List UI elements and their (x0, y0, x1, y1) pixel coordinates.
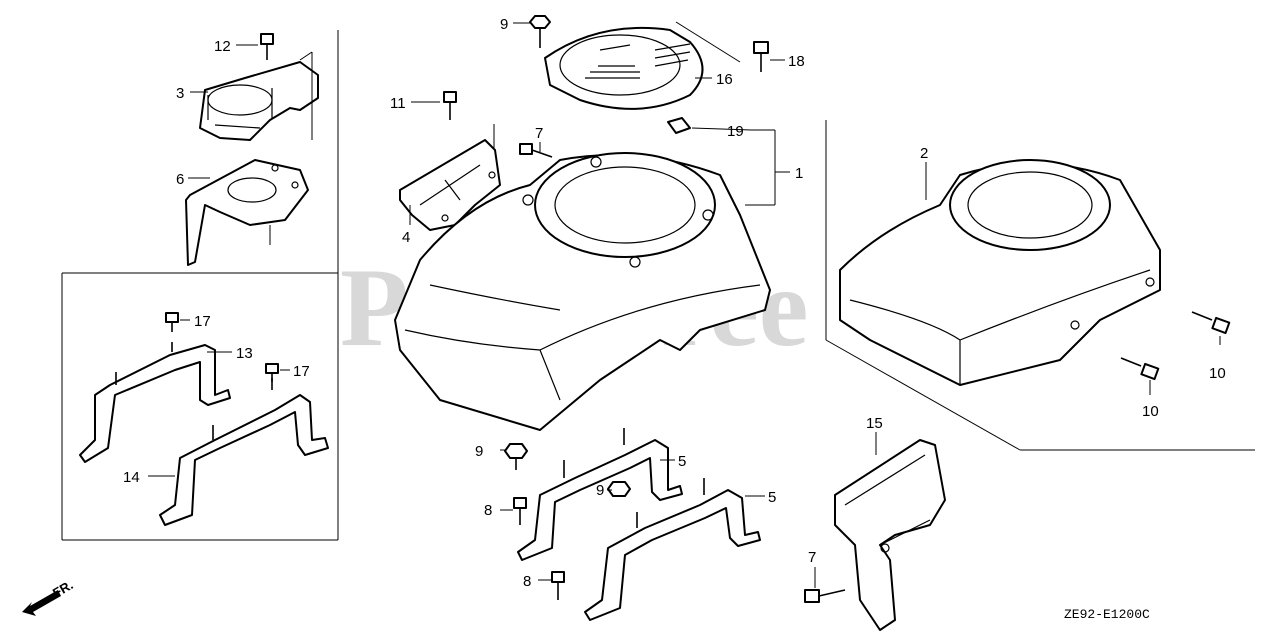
front-direction-arrow: FR. (22, 577, 76, 616)
callout-1: 1 (795, 165, 803, 182)
leader-lines (148, 21, 1221, 588)
nut-part-9-top[interactable] (529, 15, 551, 48)
callout-9-lower: 9 (596, 482, 604, 499)
callout-12: 12 (214, 38, 231, 55)
bolt-part-8-lower[interactable] (551, 571, 565, 600)
guard-part-15[interactable] (834, 439, 946, 631)
callout-6: 6 (176, 171, 184, 188)
fan-cover-part-2[interactable] (839, 159, 1161, 386)
bolt-part-17-a[interactable] (165, 312, 179, 332)
callout-2: 2 (920, 145, 928, 162)
clip-part-19[interactable] (667, 117, 691, 134)
fan-cover-part-1[interactable] (394, 152, 771, 431)
nut-part-9-middle[interactable] (504, 443, 528, 470)
callout-10-right: 10 (1209, 365, 1226, 382)
cooling-screen-part-16[interactable] (544, 27, 704, 110)
bracket-part-5-upper[interactable] (517, 428, 683, 561)
callout-10-lower: 10 (1142, 403, 1159, 420)
bracket-part-13[interactable] (79, 342, 231, 463)
bolt-part-8-upper[interactable] (513, 497, 527, 525)
group-frames (61, 30, 1255, 541)
callout-18: 18 (788, 53, 805, 70)
guard-upper-part-3[interactable] (199, 61, 319, 141)
bolt-part-18[interactable] (753, 41, 769, 72)
callout-7-upper: 7 (535, 125, 543, 142)
callout-9-top: 9 (500, 16, 508, 33)
callout-7-lower: 7 (808, 549, 816, 566)
callout-3: 3 (176, 85, 184, 102)
bolt-part-7-lower[interactable] (804, 589, 846, 603)
callout-13: 13 (236, 345, 253, 362)
callout-4: 4 (402, 229, 410, 246)
bolt-part-7-upper[interactable] (519, 143, 553, 158)
bolt-part-10-lower[interactable] (1120, 357, 1160, 381)
bolt-part-10-right[interactable] (1191, 311, 1231, 335)
callout-5-lower: 5 (768, 489, 776, 506)
bracket-part-14[interactable] (159, 378, 329, 526)
callout-8-upper: 8 (484, 502, 492, 519)
bolt-part-17-b[interactable] (265, 363, 279, 382)
callout-5-upper: 5 (678, 453, 686, 470)
callout-17-a: 17 (194, 313, 211, 330)
callout-labels: 1 2 3 4 5 5 6 7 7 8 8 9 9 9 10 10 11 12 … (123, 16, 1226, 590)
bolt-part-11[interactable] (443, 91, 457, 120)
bolt-part-12[interactable] (260, 33, 274, 60)
callout-17-b: 17 (293, 363, 310, 380)
deflector-part-4[interactable] (399, 139, 501, 231)
callout-19: 19 (727, 123, 744, 140)
callout-15: 15 (866, 415, 883, 432)
mounting-plate-part-6[interactable] (185, 159, 309, 266)
nut-part-9-lower[interactable] (607, 481, 631, 497)
bracket-part-5-lower[interactable] (584, 478, 761, 621)
callout-8-lower: 8 (523, 573, 531, 590)
drawing-code: ZE92-E1200C (1064, 607, 1150, 622)
callout-14: 14 (123, 469, 140, 486)
callout-9-middle: 9 (475, 443, 483, 460)
callout-16: 16 (716, 71, 733, 88)
callout-11: 11 (390, 95, 406, 112)
